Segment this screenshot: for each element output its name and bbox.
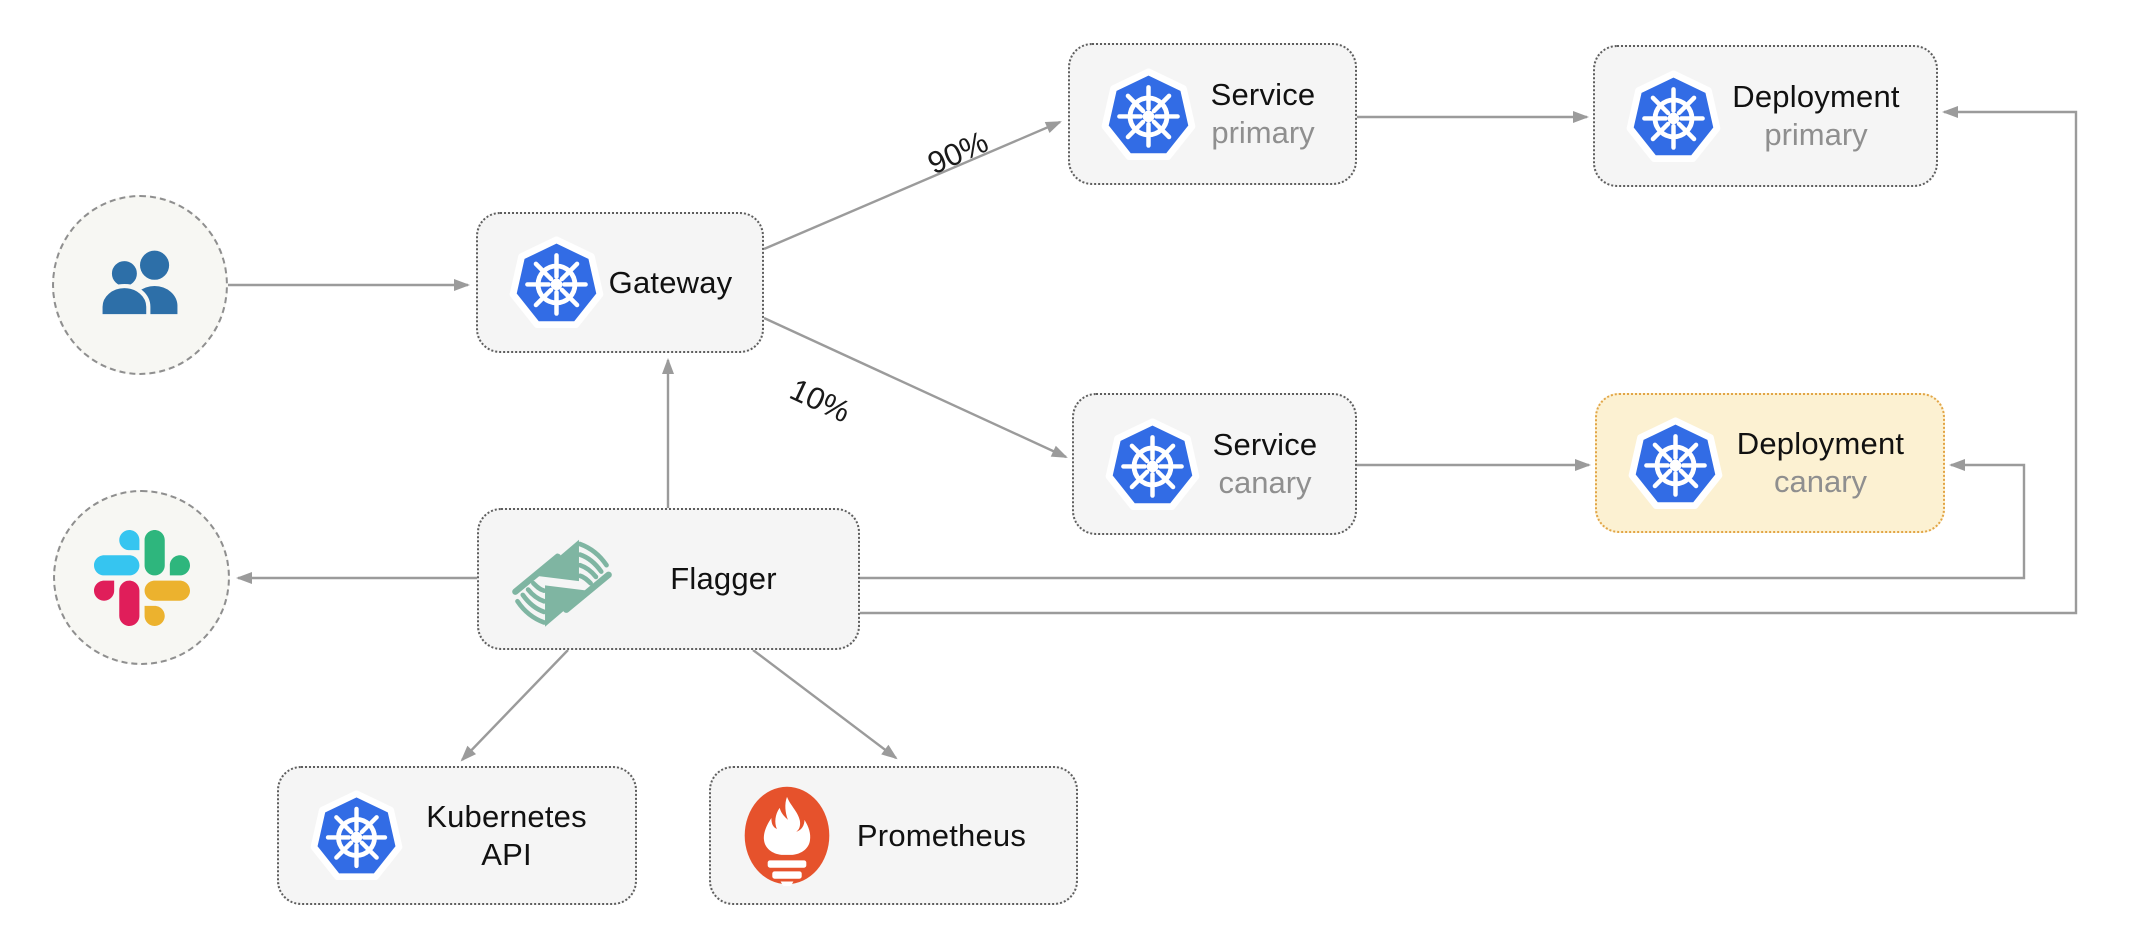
edge-gateway-to-service-canary xyxy=(763,316,1068,459)
deployment-primary-sublabel: primary xyxy=(1764,117,1868,152)
deployment-canary-node: Deployment canary xyxy=(1595,393,1945,533)
prometheus-label: Prometheus xyxy=(856,817,1027,853)
edge-flagger-to-deployment-primary xyxy=(860,106,2078,615)
gateway-node: Gateway xyxy=(476,212,764,353)
kubernetes-icon xyxy=(309,788,404,883)
kubernetes-icon xyxy=(1627,415,1724,512)
flagger-label: Flagger xyxy=(670,561,777,596)
deployment-primary-label: Deployment xyxy=(1732,79,1900,114)
slack-node xyxy=(53,490,230,665)
service-canary-label: Service xyxy=(1212,427,1318,462)
deployment-canary-sublabel: canary xyxy=(1773,464,1868,499)
service-primary-sublabel: primary xyxy=(1211,115,1315,150)
kubernetes-icon xyxy=(508,234,605,331)
deployment-primary-node: Deployment primary xyxy=(1593,45,1938,187)
kubernetes-api-label: Kubernetes API xyxy=(426,798,587,872)
deployment-canary-label: Deployment xyxy=(1736,426,1905,461)
edge-flagger-to-deployment-canary xyxy=(860,459,2026,580)
service-canary-node: Service canary xyxy=(1072,393,1357,535)
service-canary-sublabel: canary xyxy=(1218,465,1312,500)
service-primary-node: Service primary xyxy=(1068,43,1357,185)
flagger-node: Flagger xyxy=(477,508,860,650)
kubernetes-icon xyxy=(1625,68,1722,165)
gateway-label: Gateway xyxy=(608,264,733,300)
prometheus-node: Prometheus xyxy=(709,766,1078,905)
kubernetes-api-node: Kubernetes API xyxy=(277,766,637,905)
edge-flagger-to-prometheus xyxy=(752,649,898,760)
slack-icon xyxy=(93,529,190,626)
users-icon xyxy=(88,243,192,327)
edge-gateway-to-service-primary xyxy=(763,120,1062,251)
kubernetes-icon xyxy=(1100,66,1197,163)
service-primary-label: Service xyxy=(1210,77,1316,112)
kubernetes-icon xyxy=(1104,416,1201,513)
users-node xyxy=(52,195,228,375)
prometheus-icon xyxy=(744,786,830,887)
edge-flagger-to-kubernetes-api xyxy=(460,649,569,762)
flagger-flags-icon xyxy=(509,526,615,632)
